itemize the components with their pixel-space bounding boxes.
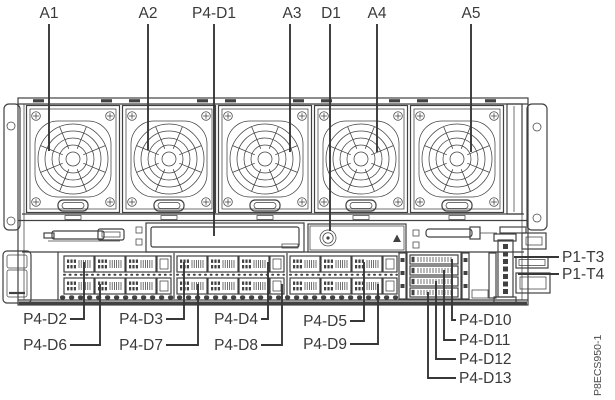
media-filler-slot-p4-d1 — [145, 222, 305, 253]
label-p1-t4: P1-T4 — [562, 266, 605, 283]
label-p4-d12: P4-D12 — [459, 351, 512, 368]
label-p4-d11: P4-D11 — [459, 332, 510, 349]
fan-module-a2 — [123, 106, 216, 213]
right-latch-handle — [425, 226, 497, 240]
leader-p4-d3 — [166, 262, 185, 320]
figure-id-caption: P8ECS950-1 — [592, 335, 604, 396]
callout-labels: A1 A2 P4-D1 A3 D1 A4 A5 P4-D2 P4-D6 P4-D… — [23, 5, 605, 396]
rack-ear-left — [3, 103, 21, 231]
drive-group-2 — [176, 255, 285, 295]
leader-p4-d9 — [350, 284, 379, 345]
leader-p4-d13 — [427, 292, 456, 379]
usb-port-p1-t4 — [515, 272, 551, 294]
label-p4-d1: P4-D1 — [192, 5, 236, 22]
usb-port-p1-t3 — [515, 256, 549, 269]
fan-module-a1 — [27, 106, 120, 213]
dvd-drive-d1 — [307, 223, 420, 253]
fan-module-a5 — [411, 106, 504, 213]
leader-p4-d11 — [443, 270, 456, 341]
leader-p4-d7 — [166, 284, 199, 346]
label-p4-d8: P4-D8 — [214, 337, 258, 354]
chassis-top-tabs — [33, 99, 496, 103]
operator-panel — [2, 250, 32, 304]
drive-group-1 — [63, 255, 172, 295]
label-p4-d2: P4-D2 — [23, 311, 67, 328]
drive-bay-row — [23, 104, 523, 300]
leader-lines — [48, 24, 559, 379]
label-a1: A1 — [40, 5, 59, 22]
label-p1-t3: P1-T3 — [562, 249, 604, 266]
leader-p4-d12 — [435, 281, 456, 360]
leader-p4-d6 — [70, 284, 101, 346]
media-bay-row — [43, 222, 497, 253]
leader-p4-d5 — [350, 262, 365, 322]
label-p4-d10: P4-D10 — [459, 312, 512, 329]
label-p4-d9: P4-D9 — [303, 336, 347, 353]
label-p4-d5: P4-D5 — [303, 313, 347, 330]
leader-p4-d2 — [70, 262, 85, 320]
label-a3: A3 — [283, 5, 302, 22]
label-p4-d13: P4-D13 — [459, 370, 512, 387]
label-p4-d6: P4-D6 — [23, 337, 67, 354]
fan-row-lower-tabs — [64, 215, 466, 220]
leader-p4-d8 — [261, 284, 283, 346]
label-a5: A5 — [462, 5, 481, 22]
leader-p4-d4 — [261, 262, 269, 320]
label-d1: D1 — [321, 5, 341, 22]
eject-button-icon — [393, 234, 401, 242]
drive-group-3 — [289, 255, 398, 295]
server-chassis — [2, 97, 551, 306]
label-a4: A4 — [368, 5, 387, 22]
label-a2: A2 — [139, 5, 158, 22]
slim-drive-cluster — [398, 251, 497, 300]
label-p4-d7: P4-D7 — [119, 337, 163, 354]
label-p4-d4: P4-D4 — [214, 311, 258, 328]
usb-port-area — [493, 226, 551, 304]
rack-ear-right — [526, 103, 548, 231]
fan-row — [27, 103, 523, 215]
fan-module-a4 — [315, 106, 408, 213]
leader-p4-d10 — [451, 259, 456, 321]
op-panel-latch-handle — [43, 228, 125, 242]
label-p4-d3: P4-D3 — [119, 311, 163, 328]
fan-module-a3 — [219, 106, 312, 213]
